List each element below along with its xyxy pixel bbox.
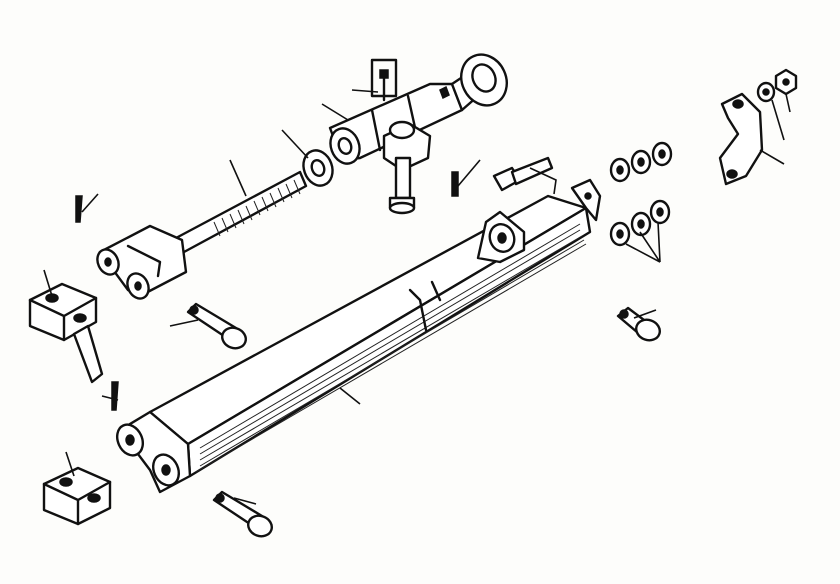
split-pin-middle bbox=[451, 159, 481, 197]
link-block-lower bbox=[42, 451, 112, 526]
lower-link-arm bbox=[115, 178, 602, 494]
turnbuckle-eye-tube bbox=[328, 53, 508, 172]
half-clamp bbox=[718, 92, 785, 186]
screw-fork-end bbox=[96, 224, 188, 300]
clamp-nut bbox=[774, 68, 798, 113]
link-block-upper bbox=[28, 269, 104, 384]
grease-nipple bbox=[351, 58, 398, 102]
split-pin-lower bbox=[101, 381, 119, 411]
washers-upper bbox=[609, 141, 673, 183]
lock-nut bbox=[281, 129, 334, 187]
hex-bolt bbox=[492, 156, 557, 195]
washers-lower bbox=[609, 199, 671, 263]
clamp-washer bbox=[756, 81, 785, 141]
clevis-pin-right bbox=[616, 306, 661, 342]
clevis-pin-upper bbox=[169, 302, 247, 350]
clevis-pin-lower bbox=[212, 490, 273, 538]
adjusting-screw bbox=[174, 159, 308, 254]
leader-tube bbox=[321, 103, 349, 121]
clamp-bolt bbox=[388, 156, 416, 215]
split-pin-upper bbox=[75, 193, 99, 223]
